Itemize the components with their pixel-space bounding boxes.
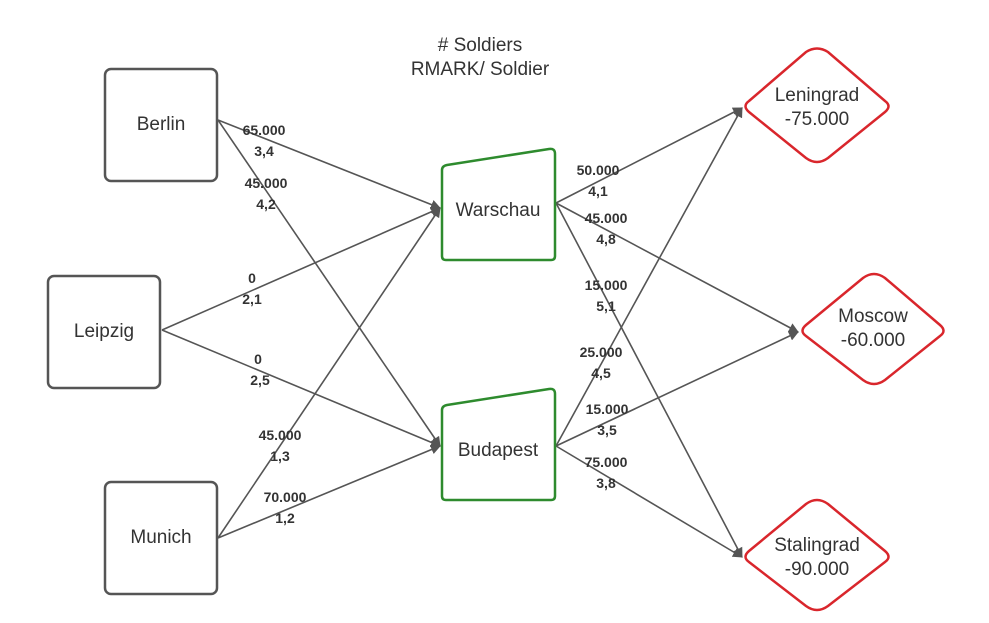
- edge-label-cost: 4,5: [591, 365, 611, 381]
- edge-label-cost: 2,5: [250, 372, 270, 388]
- edge-label-cost: 3,5: [597, 422, 617, 438]
- edge-budapest-moscow[interactable]: [555, 331, 799, 447]
- edge-label-soldiers: 45.000: [585, 210, 628, 226]
- node-stalingrad-demand: -90.000: [785, 559, 849, 580]
- node-berlin[interactable]: Berlin: [103, 67, 219, 183]
- edge-labels: 65.000 3,4 45.000 4,2 0 2,1 0 2,5 45.000…: [242, 122, 628, 526]
- node-leningrad[interactable]: Leningrad -75.000: [744, 47, 890, 164]
- edge-label-cost: 2,1: [242, 291, 262, 307]
- edge-leipzig-budapest[interactable]: [161, 329, 441, 448]
- edge-label-cost: 4,1: [588, 183, 608, 199]
- edge-label-soldiers: 0: [254, 351, 262, 367]
- edge-label-budapest-moscow: 15.000 3,5: [586, 401, 629, 438]
- edge-label-cost: 3,4: [254, 143, 274, 159]
- edge-label-soldiers: 65.000: [243, 122, 286, 138]
- edge-label-soldiers: 70.000: [264, 489, 307, 505]
- edge-label-soldiers: 45.000: [259, 427, 302, 443]
- edge-label-leipzig-budapest: 0 2,5: [250, 351, 270, 388]
- edge-label-budapest-leningrad: 25.000 4,5: [580, 344, 623, 381]
- node-munich[interactable]: Munich: [103, 480, 219, 596]
- node-moscow-label: Moscow: [838, 306, 908, 327]
- edge-munich-warschau[interactable]: [217, 207, 441, 539]
- edge-label-soldiers: 45.000: [245, 175, 288, 191]
- edge-berlin-budapest[interactable]: [217, 119, 441, 447]
- node-moscow-demand: -60.000: [841, 330, 905, 351]
- edges: [161, 107, 799, 558]
- legend: # Soldiers RMARK/ Soldier: [380, 34, 580, 82]
- edge-label-leipzig-warschau: 0 2,1: [242, 270, 262, 307]
- node-budapest[interactable]: Budapest: [440, 387, 557, 502]
- node-stalingrad[interactable]: Stalingrad -90.000: [744, 498, 890, 612]
- node-leningrad-label: Leningrad: [775, 85, 860, 106]
- legend-cost-per-soldier: RMARK/ Soldier: [410, 59, 550, 80]
- node-leipzig-label: Leipzig: [74, 321, 134, 342]
- edge-warschau-moscow[interactable]: [555, 202, 799, 333]
- edge-berlin-warschau[interactable]: [217, 119, 441, 210]
- edge-label-budapest-stalingrad: 75.000 3,8: [585, 454, 628, 491]
- edge-label-warschau-moscow: 45.000 4,8: [585, 210, 628, 247]
- edge-label-soldiers: 75.000: [585, 454, 628, 470]
- node-berlin-label: Berlin: [137, 114, 186, 135]
- edge-label-soldiers: 0: [248, 270, 256, 286]
- node-warschau-label: Warschau: [456, 200, 541, 221]
- edge-munich-budapest[interactable]: [217, 444, 441, 539]
- node-leipzig[interactable]: Leipzig: [46, 274, 162, 390]
- node-budapest-label: Budapest: [458, 440, 539, 461]
- node-stalingrad-label: Stalingrad: [774, 535, 860, 556]
- edge-label-soldiers: 15.000: [586, 401, 629, 417]
- edge-warschau-leningrad[interactable]: [555, 107, 743, 204]
- edge-label-warschau-stalingrad: 15.000 5,1: [585, 277, 628, 314]
- edge-label-munich-budapest: 70.000 1,2: [264, 489, 307, 526]
- edge-budapest-stalingrad[interactable]: [555, 445, 743, 558]
- edge-label-munich-warschau: 45.000 1,3: [259, 427, 302, 464]
- node-warschau[interactable]: Warschau: [440, 147, 557, 262]
- legend-soldiers: # Soldiers: [437, 35, 523, 56]
- edge-label-soldiers: 15.000: [585, 277, 628, 293]
- edge-label-soldiers: 25.000: [580, 344, 623, 360]
- edge-budapest-leningrad[interactable]: [555, 107, 743, 447]
- edge-label-cost: 4,2: [256, 196, 276, 212]
- edge-leipzig-warschau[interactable]: [161, 207, 441, 331]
- edge-label-cost: 3,8: [596, 475, 616, 491]
- edge-warschau-stalingrad[interactable]: [555, 202, 743, 558]
- edge-label-cost: 1,2: [275, 510, 295, 526]
- node-moscow[interactable]: Moscow -60.000: [801, 272, 945, 386]
- edge-label-soldiers: 50.000: [577, 162, 620, 178]
- edge-label-cost: 5,1: [596, 298, 616, 314]
- edge-label-cost: 4,8: [596, 231, 616, 247]
- node-leningrad-demand: -75.000: [785, 109, 849, 130]
- edge-label-warschau-leningrad: 50.000 4,1: [577, 162, 620, 199]
- edge-label-cost: 1,3: [270, 448, 290, 464]
- edge-label-berlin-warschau: 65.000 3,4: [243, 122, 286, 159]
- edge-label-berlin-budapest: 45.000 4,2: [245, 175, 288, 212]
- node-munich-label: Munich: [130, 527, 191, 548]
